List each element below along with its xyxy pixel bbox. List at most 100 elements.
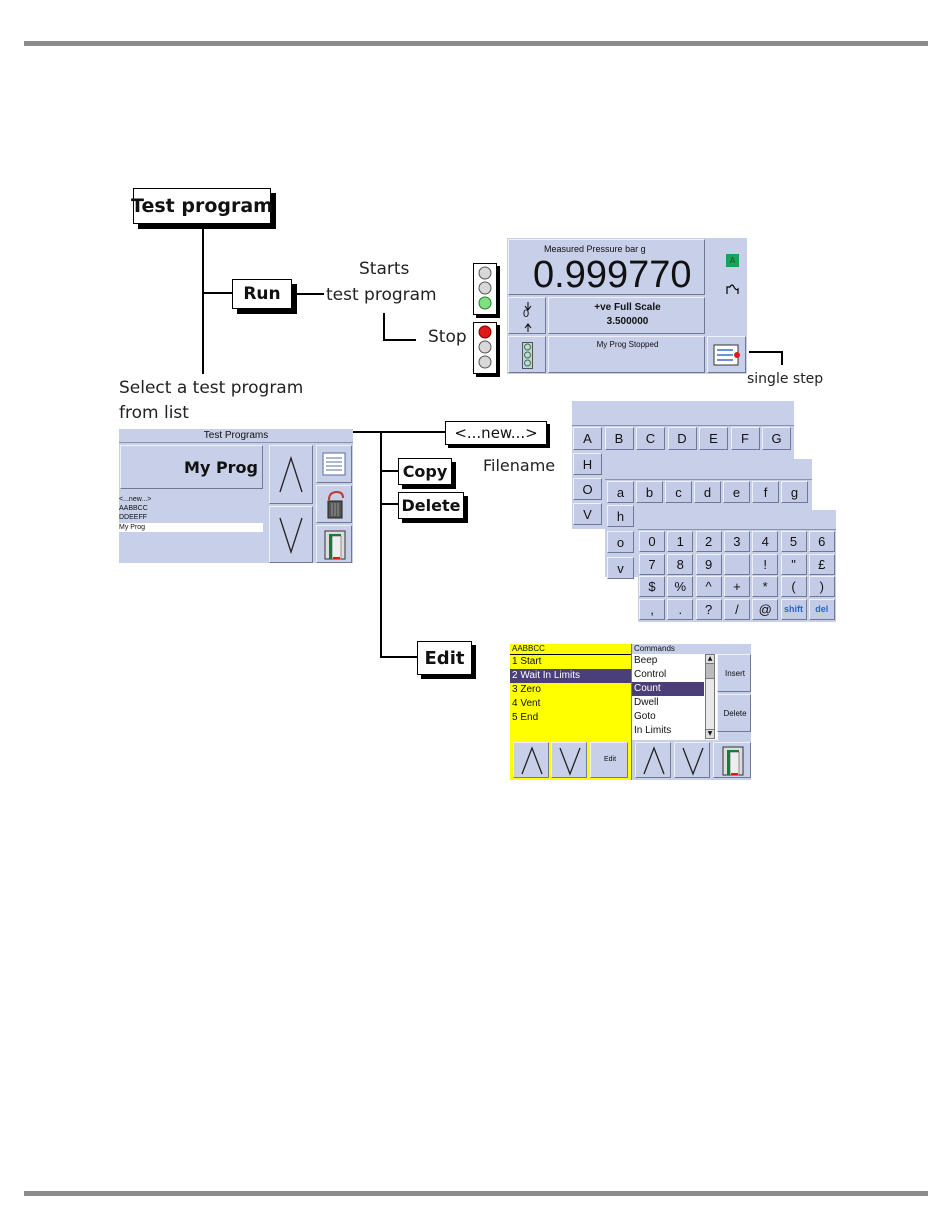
symbol-entry-field[interactable] bbox=[638, 510, 836, 530]
new-option-button[interactable]: <...new...> bbox=[445, 421, 547, 445]
key-lower[interactable]: h bbox=[607, 505, 634, 527]
key-symbol[interactable]: 0 bbox=[639, 531, 665, 552]
key-symbol[interactable]: , bbox=[639, 598, 665, 620]
key-lower[interactable]: o bbox=[607, 531, 634, 553]
edit-exit-button[interactable] bbox=[713, 742, 751, 778]
command-row[interactable]: Goto bbox=[634, 711, 656, 722]
key-symbol[interactable]: ) bbox=[808, 576, 835, 597]
key-lower[interactable]: d bbox=[694, 481, 721, 503]
key-symbol[interactable]: 8 bbox=[667, 553, 694, 575]
key-upper[interactable]: C bbox=[636, 427, 665, 450]
step-row[interactable]: 1 Start bbox=[512, 656, 542, 667]
key-lower[interactable]: a bbox=[607, 481, 634, 503]
step-down-button[interactable] bbox=[551, 742, 587, 778]
key-symbol[interactable]: . bbox=[667, 598, 694, 620]
key-lower[interactable]: c bbox=[665, 481, 692, 503]
key-lower[interactable]: v bbox=[607, 557, 634, 579]
command-row[interactable]: Dwell bbox=[634, 697, 659, 708]
lowercase-entry-field[interactable] bbox=[605, 459, 812, 480]
step-row[interactable]: 5 End bbox=[512, 712, 539, 723]
zero-button[interactable]: 0 bbox=[508, 297, 546, 334]
delete-option-button[interactable]: Delete bbox=[398, 492, 464, 519]
key-lower[interactable]: g bbox=[781, 481, 808, 503]
key-symbol[interactable]: @ bbox=[752, 598, 779, 620]
key-symbol[interactable]: 4 bbox=[752, 531, 779, 552]
key-upper[interactable]: B bbox=[604, 427, 634, 450]
exit-button[interactable] bbox=[316, 525, 352, 563]
command-down-button[interactable] bbox=[674, 742, 710, 778]
single-step-connector-v bbox=[781, 351, 783, 365]
key-upper[interactable]: D bbox=[667, 427, 697, 450]
key-symbol[interactable]: $ bbox=[639, 576, 665, 597]
key-symbol[interactable]: 2 bbox=[695, 531, 722, 552]
key-symbol[interactable]: ^ bbox=[695, 576, 722, 597]
key-upper[interactable]: H bbox=[573, 453, 602, 475]
key-symbol[interactable]: ( bbox=[780, 576, 807, 597]
key-symbol[interactable]: ? bbox=[695, 598, 722, 620]
scroll-up-button[interactable] bbox=[269, 445, 313, 504]
stop-traffic-light-icon bbox=[473, 322, 497, 374]
edit-option-button[interactable]: Edit bbox=[417, 641, 472, 675]
key-lower[interactable]: b bbox=[636, 481, 663, 503]
copy-option-button[interactable]: Copy bbox=[398, 458, 452, 485]
step-row[interactable]: 3 Zero bbox=[512, 684, 541, 695]
filename-entry-field[interactable] bbox=[572, 401, 794, 426]
key-symbol[interactable]: ! bbox=[752, 553, 779, 575]
list-item[interactable]: DDEEFF bbox=[119, 514, 147, 521]
key-symbol[interactable]: £ bbox=[808, 553, 835, 575]
single-step-connector-h bbox=[749, 351, 782, 353]
list-item[interactable]: AABBCC bbox=[119, 505, 148, 512]
list-item-selected[interactable]: My Prog bbox=[119, 523, 263, 532]
key-upper[interactable]: O bbox=[573, 478, 602, 500]
key-symbol[interactable]: 5 bbox=[780, 531, 807, 552]
commands-scrollbar[interactable]: ▲ ▼ bbox=[705, 654, 715, 739]
key-upper[interactable]: A bbox=[573, 427, 602, 450]
command-row-selected[interactable]: Count bbox=[632, 682, 704, 696]
key-symbol[interactable]: * bbox=[752, 576, 779, 597]
program-name-header: AABBCC bbox=[512, 644, 545, 653]
key-symbol[interactable]: 3 bbox=[723, 531, 750, 552]
key-symbol[interactable]: del bbox=[808, 598, 835, 620]
key-symbol[interactable]: + bbox=[723, 576, 750, 597]
command-row[interactable]: Control bbox=[634, 669, 667, 680]
insert-button[interactable]: Insert bbox=[717, 654, 751, 692]
scroll-thumb[interactable] bbox=[706, 664, 714, 679]
command-up-button[interactable] bbox=[635, 742, 671, 778]
key-symbol[interactable]: % bbox=[667, 576, 694, 597]
delete-step-button[interactable]: Delete bbox=[717, 694, 751, 732]
step-up-button[interactable] bbox=[513, 742, 549, 778]
chevron-down-icon bbox=[559, 747, 581, 776]
key-upper[interactable]: V bbox=[573, 503, 602, 525]
single-step-button[interactable] bbox=[707, 336, 746, 373]
command-row[interactable]: Beep bbox=[634, 655, 658, 666]
delete-program-button[interactable] bbox=[316, 485, 352, 523]
step-row-selected[interactable]: 2 Wait In Limits bbox=[510, 669, 631, 683]
key-symbol[interactable]: 7 bbox=[639, 553, 665, 575]
key-lower[interactable]: e bbox=[723, 481, 750, 503]
full-scale-panel: +ve Full Scale 3.500000 bbox=[548, 297, 705, 334]
edit-program-button[interactable] bbox=[316, 445, 352, 483]
step-row[interactable]: 4 Vent bbox=[512, 698, 541, 709]
key-symbol[interactable] bbox=[723, 553, 750, 575]
run-menu-button[interactable]: Run bbox=[232, 279, 292, 309]
key-symbol[interactable]: " bbox=[780, 553, 807, 575]
key-upper[interactable]: G bbox=[762, 427, 791, 450]
key-symbol[interactable]: 1 bbox=[667, 531, 694, 552]
key-upper[interactable]: E bbox=[699, 427, 728, 450]
list-item[interactable]: <...new...> bbox=[119, 496, 152, 503]
program-list[interactable]: <...new...> AABBCC DDEEFF My Prog bbox=[119, 495, 265, 561]
key-upper[interactable]: F bbox=[730, 427, 760, 450]
scroll-up-arrow-icon[interactable]: ▲ bbox=[706, 655, 714, 664]
run-program-button[interactable] bbox=[508, 336, 546, 373]
command-row[interactable]: In Limits bbox=[634, 725, 672, 736]
scroll-down-arrow-icon[interactable]: ▼ bbox=[706, 729, 714, 738]
key-symbol[interactable]: 9 bbox=[695, 553, 722, 575]
test-program-menu-button[interactable]: Test program bbox=[131, 188, 273, 224]
key-lower[interactable]: f bbox=[752, 481, 779, 503]
scroll-down-button[interactable] bbox=[269, 506, 313, 563]
key-symbol[interactable]: 6 bbox=[808, 531, 835, 552]
key-symbol[interactable]: shift bbox=[780, 598, 807, 620]
key-symbol[interactable]: / bbox=[723, 598, 750, 620]
edit-step-button[interactable]: Edit bbox=[590, 742, 628, 778]
